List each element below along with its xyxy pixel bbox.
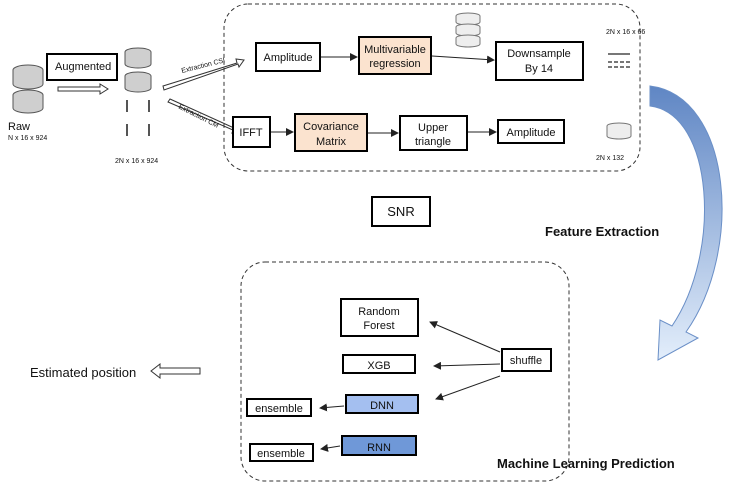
augmented-dims: 2N x 16 x 924 xyxy=(115,158,158,165)
downsample-label-line2: By 14 xyxy=(525,63,553,75)
bottom-dims: 2N x 132 xyxy=(596,155,624,162)
ifft-label: IFFT xyxy=(239,127,262,139)
ensemble-box-2 xyxy=(249,443,314,462)
feature-extraction-heading: Feature Extraction xyxy=(545,224,659,239)
estimated-position-label: Estimated position xyxy=(30,365,136,380)
dnn-label: DNN xyxy=(370,400,394,412)
augmented-database-icon xyxy=(124,47,152,136)
augment-hollow-arrow xyxy=(57,83,109,95)
amplitude-box-bottom xyxy=(497,119,565,144)
shuffle-box xyxy=(501,348,552,372)
xgb-label: XGB xyxy=(367,360,390,372)
multivariable-label-line2: regression xyxy=(369,58,420,70)
shuffle-label: shuffle xyxy=(510,355,542,367)
downsampled-database-icon xyxy=(608,53,630,68)
snr-box xyxy=(371,196,431,227)
rnn-box xyxy=(341,435,417,456)
downsample-box xyxy=(495,41,584,81)
upper-triangle-label-line2: triangle xyxy=(415,136,451,148)
extraction-csi-label: Extraction CSI xyxy=(181,57,226,75)
covariance-label-line2: Matrix xyxy=(316,136,346,148)
ensemble-label-1: ensemble xyxy=(255,403,303,415)
upper-triangle-box xyxy=(399,115,468,151)
augmented-box xyxy=(46,53,118,81)
ensemble-label-2: ensemble xyxy=(257,448,305,460)
raw-database-icon xyxy=(12,64,44,114)
augmented-label: Augmented xyxy=(55,61,111,73)
raw-label: Raw xyxy=(8,121,30,133)
output-hollow-arrow xyxy=(150,362,201,380)
raw-dims: N x 16 x 924 xyxy=(8,135,47,142)
correlation-database-icon xyxy=(606,122,632,140)
dnn-box xyxy=(345,394,419,414)
rnn-label: RNN xyxy=(367,442,391,454)
random-forest-box xyxy=(340,298,419,337)
ifft-box xyxy=(232,116,271,148)
curved-flow-arrow xyxy=(649,85,723,361)
snr-label: SNR xyxy=(387,204,414,219)
multivariable-label-line1: Multivariable xyxy=(364,44,426,56)
upper-triangle-label-line1: Upper xyxy=(418,122,448,134)
amplitude-bottom-label: Amplitude xyxy=(507,127,556,139)
ml-prediction-heading: Machine Learning Prediction xyxy=(497,456,675,471)
covariance-matrix-box xyxy=(294,113,368,152)
xgb-box xyxy=(342,354,416,374)
top-dims: 2N x 16 x 66 xyxy=(606,29,645,36)
amplitude-box-top xyxy=(255,42,321,72)
stack-database-icon xyxy=(455,12,481,48)
extraction-csi-arrow xyxy=(162,58,245,91)
feature-extraction-container xyxy=(223,3,641,172)
ensemble-box-1 xyxy=(246,398,312,417)
extraction-cm-label: Extraction CM xyxy=(177,104,219,130)
multivariable-regression-box xyxy=(358,36,432,75)
amplitude-top-label: Amplitude xyxy=(264,52,313,64)
random-forest-label-line1: Random xyxy=(358,306,400,318)
covariance-label-line1: Covariance xyxy=(303,121,359,133)
downsample-label-line1: Downsample xyxy=(507,48,571,60)
random-forest-label-line2: Forest xyxy=(363,320,394,332)
ml-prediction-container xyxy=(240,261,570,482)
